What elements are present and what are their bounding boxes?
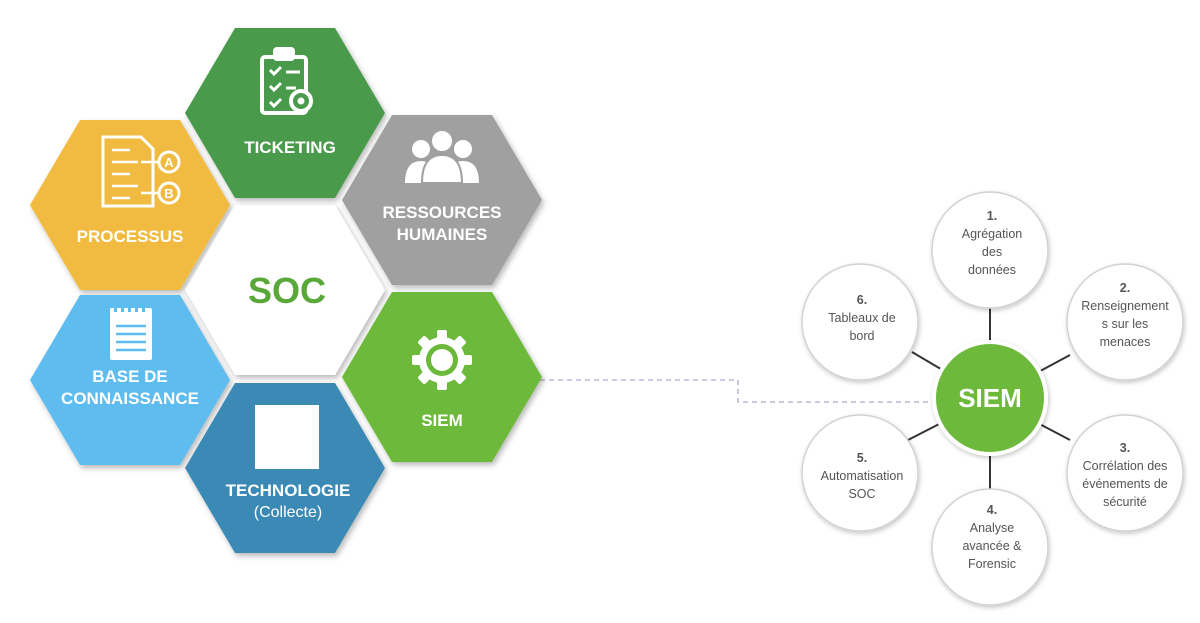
siem-node-6-line2: bord (849, 329, 874, 343)
hexagon-siem-label: SIEM (421, 411, 463, 430)
siem-node-2-line2: s sur les (1102, 317, 1149, 331)
hexagon-base-connaissance (30, 295, 230, 465)
hexagon-technologie-label-line2: (Collecte) (254, 504, 322, 521)
siem-node-1-line3: données (968, 263, 1016, 277)
siem-node-2 (1066, 263, 1184, 381)
people-group-icon (405, 129, 479, 184)
siem-node-4-num: 4. (987, 503, 997, 517)
siem-node-1 (931, 191, 1049, 309)
soc-center-label: SOC (248, 270, 326, 311)
siem-node-2-num: 2. (1120, 281, 1130, 295)
siem-center-label: SIEM (958, 383, 1022, 413)
siem-node-3-line2: événements de (1082, 477, 1168, 491)
gear-icon (412, 330, 472, 390)
siem-center-circle (932, 340, 1048, 456)
siem-node-3-line3: sécurité (1103, 495, 1147, 509)
siem-node-5-line2: SOC (848, 487, 875, 501)
siem-node-2-line3: menaces (1100, 335, 1151, 349)
blank-square-icon (255, 405, 319, 469)
hexagon-soc-center (185, 205, 385, 375)
siem-node-5-line1: Automatisation (821, 469, 904, 483)
hexagon-ressources-label-line1: RESSOURCES (382, 203, 501, 222)
notepad-icon (110, 303, 152, 360)
hexagon-technologie-label-line1: TECHNOLOGIE (226, 481, 351, 500)
siem-node-1-num: 1. (987, 209, 997, 223)
siem-node-2-line1: Renseignement (1081, 299, 1169, 313)
hexagon-base-label-line1: BASE DE (92, 367, 168, 386)
svg-text:A: A (164, 155, 174, 170)
siem-node-4-line1: Analyse (970, 521, 1015, 535)
siem-node-4-line3: Forensic (968, 557, 1016, 571)
hexagon-processus-label: PROCESSUS (77, 227, 184, 246)
svg-text:B: B (164, 186, 173, 201)
siem-node-3-num: 3. (1120, 441, 1130, 455)
siem-node-4 (931, 488, 1049, 606)
siem-node-6-num: 6. (857, 293, 867, 307)
clipboard-gear-icon (260, 47, 313, 115)
hexagon-ressources-label-line2: HUMAINES (397, 225, 488, 244)
hexagon-base-label-line2: CONNAISSANCE (61, 389, 199, 408)
siem-node-6 (801, 263, 919, 381)
siem-node-5-num: 5. (857, 451, 867, 465)
siem-node-5 (801, 414, 919, 532)
siem-node-4-line2: avancée & (962, 539, 1022, 553)
hexagon-ticketing-label: TICKETING (244, 138, 336, 157)
siem-node-1-line2: des (982, 245, 1002, 259)
siem-node-3-line1: Corrélation des (1083, 459, 1168, 473)
hexagon-ressources-humaines (342, 115, 542, 285)
siem-node-6-line1: Tableaux de (828, 311, 895, 325)
siem-node-3 (1066, 414, 1184, 532)
siem-node-1-line1: Agrégation (962, 227, 1023, 241)
process-document-icon: A B (101, 135, 181, 208)
dashed-connector (540, 379, 940, 403)
